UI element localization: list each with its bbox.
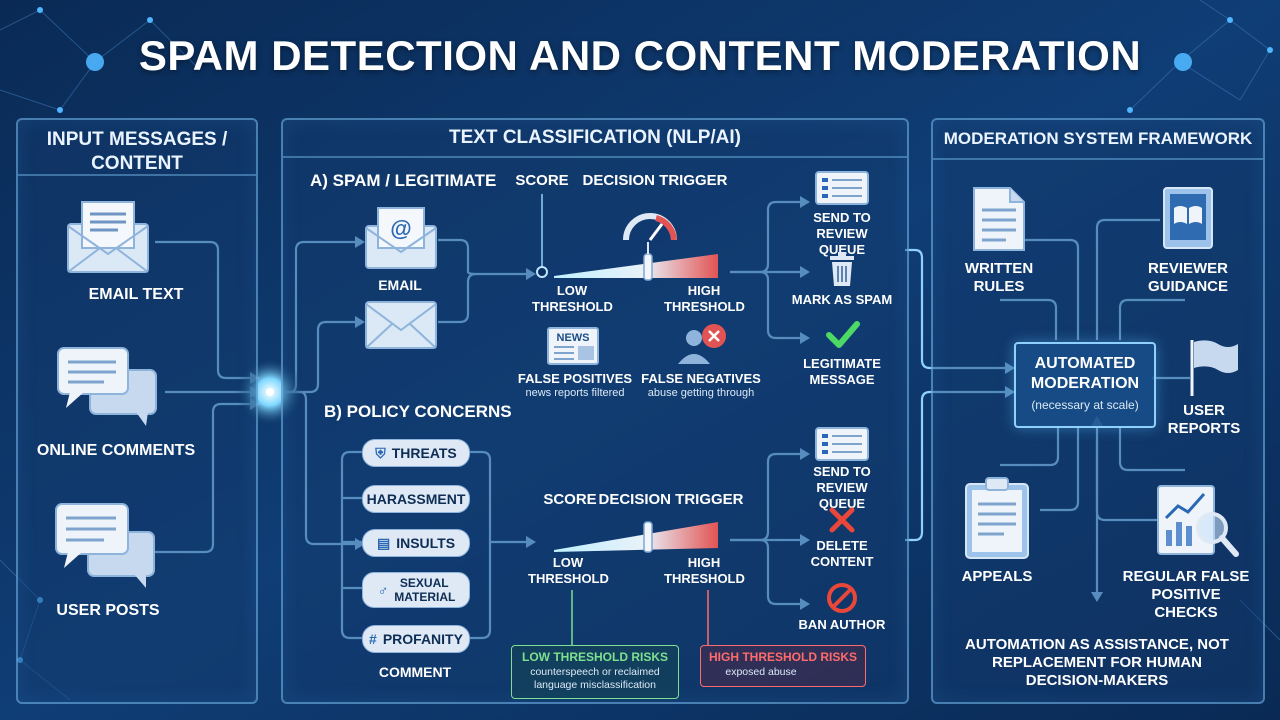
high-risk-sub: exposed abuse (725, 666, 797, 678)
concern-harassment: HARASSMENT (362, 485, 470, 513)
false-positives-sub: news reports filtered (525, 387, 625, 399)
hash-icon: # (369, 631, 377, 647)
low-threshold-a: LOW THRESHOLD (532, 283, 613, 314)
trigger-label-a: DECISION TRIGGER (582, 172, 728, 189)
score-label-b: SCORE (543, 491, 597, 508)
email-at-icon: @ (365, 207, 437, 269)
output-a-review: SEND TO REVIEW QUEUE (813, 210, 871, 257)
envelope-icon (365, 301, 437, 349)
clipboard-icon (965, 477, 1029, 559)
email-label-a: EMAIL (378, 277, 422, 293)
output-b-ban: BAN AUTHOR (798, 617, 886, 632)
input-panel-heading: INPUT MESSAGES / CONTENT (18, 120, 256, 176)
concern-threats: ⛨THREATS (362, 439, 470, 467)
review-queue-icon-a (815, 171, 869, 205)
output-b-review: SEND TO REVIEW QUEUE (813, 464, 871, 511)
low-threshold-b: LOW THRESHOLD (528, 555, 609, 586)
chat-icon: ▤ (376, 534, 391, 551)
output-a-legit: LEGITIMATE MESSAGE (803, 356, 881, 387)
user-reports: USER REPORTS (1167, 402, 1241, 437)
trigger-label-b: DECISION TRIGGER (598, 491, 744, 508)
framework-footer: AUTOMATION AS ASSISTANCE, NOT REPLACEMEN… (965, 636, 1229, 689)
input-item-posts: USER POSTS (56, 602, 160, 619)
reviewer-guidance: REVIEWER GUIDANCE (1147, 260, 1228, 295)
score-label-a: SCORE (515, 172, 569, 189)
automated-moderation-sub: (necessary at scale) (1031, 398, 1139, 412)
comments-icon (57, 347, 157, 426)
email-icon (67, 201, 149, 273)
high-threshold-risks: HIGH THRESHOLD RISKS exposed abuse (700, 645, 866, 687)
ban-icon (827, 583, 857, 613)
framework-panel-heading: MODERATION SYSTEM FRAMEWORK (933, 120, 1263, 160)
news-icon: NEWS (547, 327, 599, 365)
section-a-label: A) SPAM / LEGITIMATE (310, 171, 497, 190)
posts-icon (55, 503, 155, 588)
false-negatives-title: FALSE NEGATIVES (641, 371, 761, 386)
analytics-magnifier-icon (1157, 485, 1239, 557)
user-blocked-icon (678, 324, 726, 364)
svg-text:NEWS: NEWS (557, 332, 590, 344)
concern-insults: ▤INSULTS (362, 529, 470, 557)
input-item-email: EMAIL TEXT (88, 286, 184, 303)
check-icon (826, 321, 860, 348)
false-negatives-sub: abuse getting through (647, 387, 755, 399)
low-risk-sub: counterspeech or reclaimed language misc… (530, 666, 660, 691)
input-item-comments: ONLINE COMMENTS (36, 442, 196, 459)
written-rules: WRITTEN RULES (964, 260, 1034, 295)
page-title: SPAM DETECTION AND CONTENT MODERATION (138, 32, 1142, 79)
automated-moderation-title: AUTOMATED MODERATION (1030, 355, 1140, 392)
score-bar-b (554, 521, 718, 553)
high-risk-title: HIGH THRESHOLD RISKS (708, 650, 857, 664)
low-risk-title: LOW THRESHOLD RISKS (522, 650, 668, 664)
concern-sexual: ♂SEXUAL MATERIAL (362, 572, 470, 608)
low-threshold-risks: LOW THRESHOLD RISKS counterspeech or rec… (511, 645, 679, 699)
score-bar-a (536, 194, 718, 281)
flag-icon (1190, 340, 1238, 396)
document-icon (973, 187, 1025, 251)
book-icon (1163, 187, 1213, 249)
classification-panel-heading: TEXT CLASSIFICATION (NLP/AI) (283, 120, 907, 158)
section-b-label: B) POLICY CONCERNS (324, 402, 512, 421)
output-a-spam: MARK AS SPAM (791, 292, 893, 307)
appeals: APPEALS (961, 568, 1033, 585)
concern-profanity: #PROFANITY (362, 625, 470, 653)
delete-icon (829, 507, 855, 533)
review-queue-icon-b (815, 427, 869, 461)
comment-label: COMMENT (378, 664, 452, 680)
gender-icon: ♂ (377, 582, 389, 598)
shield-icon: ⛨ (375, 444, 386, 461)
false-positives-title: FALSE POSITIVES (517, 371, 633, 386)
automated-moderation-box: AUTOMATED MODERATION (necessary at scale… (1014, 342, 1156, 428)
high-threshold-a: HIGH THRESHOLD (664, 283, 745, 314)
risk-connectors (571, 590, 709, 646)
svg-text:@: @ (390, 216, 411, 241)
output-b-delete: DELETE CONTENT (810, 538, 874, 569)
false-positive-checks: REGULAR FALSE POSITIVE CHECKS (1122, 568, 1250, 621)
high-threshold-b: HIGH THRESHOLD (664, 555, 745, 586)
trash-icon (830, 252, 854, 286)
